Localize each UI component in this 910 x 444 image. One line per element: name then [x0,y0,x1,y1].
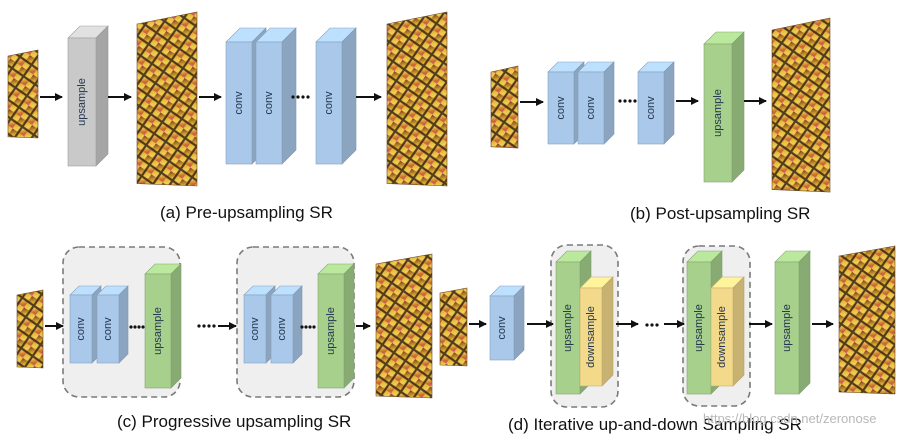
conv-block-c-1: conv [69,285,102,364]
output-image-c [375,253,433,399]
conv-block-d: conv [489,285,525,361]
conv-block-c-1-label: conv [75,317,87,341]
conv-block-b-2-label: conv [585,96,597,120]
conv-block-a-3-label: conv [323,91,335,115]
ellipsis-c-1 [129,325,145,329]
input-image-b [490,65,519,149]
caption-progressive-upsampling: (c) Progressive upsampling SR [117,412,352,431]
conv-block-c-4-label: conv [276,317,288,341]
conv-block-c-4: conv [270,285,303,364]
conv-block-b-2: conv [577,61,615,145]
ellipsis-c-mid [197,324,216,328]
upsample-block-d-3-label: upsample [781,304,793,352]
ellipsis-c-2 [300,325,316,329]
upsample-block-c-2-label: upsample [325,307,337,355]
conv-block-a-2: conv [255,27,297,165]
ellipsis-a [291,95,310,99]
caption-pre-upsampling: (a) Pre-upsampling SR [160,203,333,222]
ellipsis-d [645,323,659,327]
caption-iterative-up-down: (d) Iterative up-and-down Sampling SR [508,415,802,434]
ellipsis-b [618,99,637,103]
conv-block-c-3: conv [243,285,276,364]
conv-block-a-2-label: conv [263,91,275,115]
conv-block-a-3: conv [315,27,357,165]
conv-block-c-2: conv [96,285,129,364]
conv-block-c-2-label: conv [102,317,114,341]
intermediate-image-a [136,11,198,187]
upsample-block-d-3: upsample [774,250,811,395]
conv-block-b-3: conv [637,61,675,145]
upsample-block-a: upsample [67,25,109,167]
upsample-block-c-2: upsample [317,263,355,389]
conv-block-b-1-label: conv [555,96,567,120]
output-image-a [386,11,448,187]
upsample-block-c-1-label: upsample [152,307,164,355]
upsample-block-c-1: upsample [144,263,182,389]
input-image-c [16,289,44,369]
conv-block-a-1-label: conv [233,91,245,115]
downsample-block-d-2-label: downsample [716,306,728,368]
downsample-block-d-2: downsample [710,276,745,387]
upsample-block-d-1-label: upsample [562,304,574,352]
downsample-block-d-1: downsample [579,276,614,387]
diagram-elements-layer: upsample conv conv conv conv conv conv upsample… [7,11,896,399]
upsample-block-d-2-label: upsample [693,304,705,352]
conv-block-d-label: conv [496,316,508,340]
input-image-a [7,49,39,139]
conv-block-c-3-label: conv [249,317,261,341]
input-image-d [439,287,468,367]
watermark-text: https://blog.csdn.net/zeronose [703,411,877,426]
upsample-block-b-label: upsample [712,89,724,137]
caption-post-upsampling: (b) Post-upsampling SR [630,204,811,223]
output-image-b [771,17,831,193]
downsample-block-d-1-label: downsample [585,306,597,368]
upsample-block-b: upsample [703,31,745,183]
upsample-block-a-label: upsample [76,78,88,126]
conv-block-b-3-label: conv [645,96,657,120]
output-image-d [838,245,896,395]
